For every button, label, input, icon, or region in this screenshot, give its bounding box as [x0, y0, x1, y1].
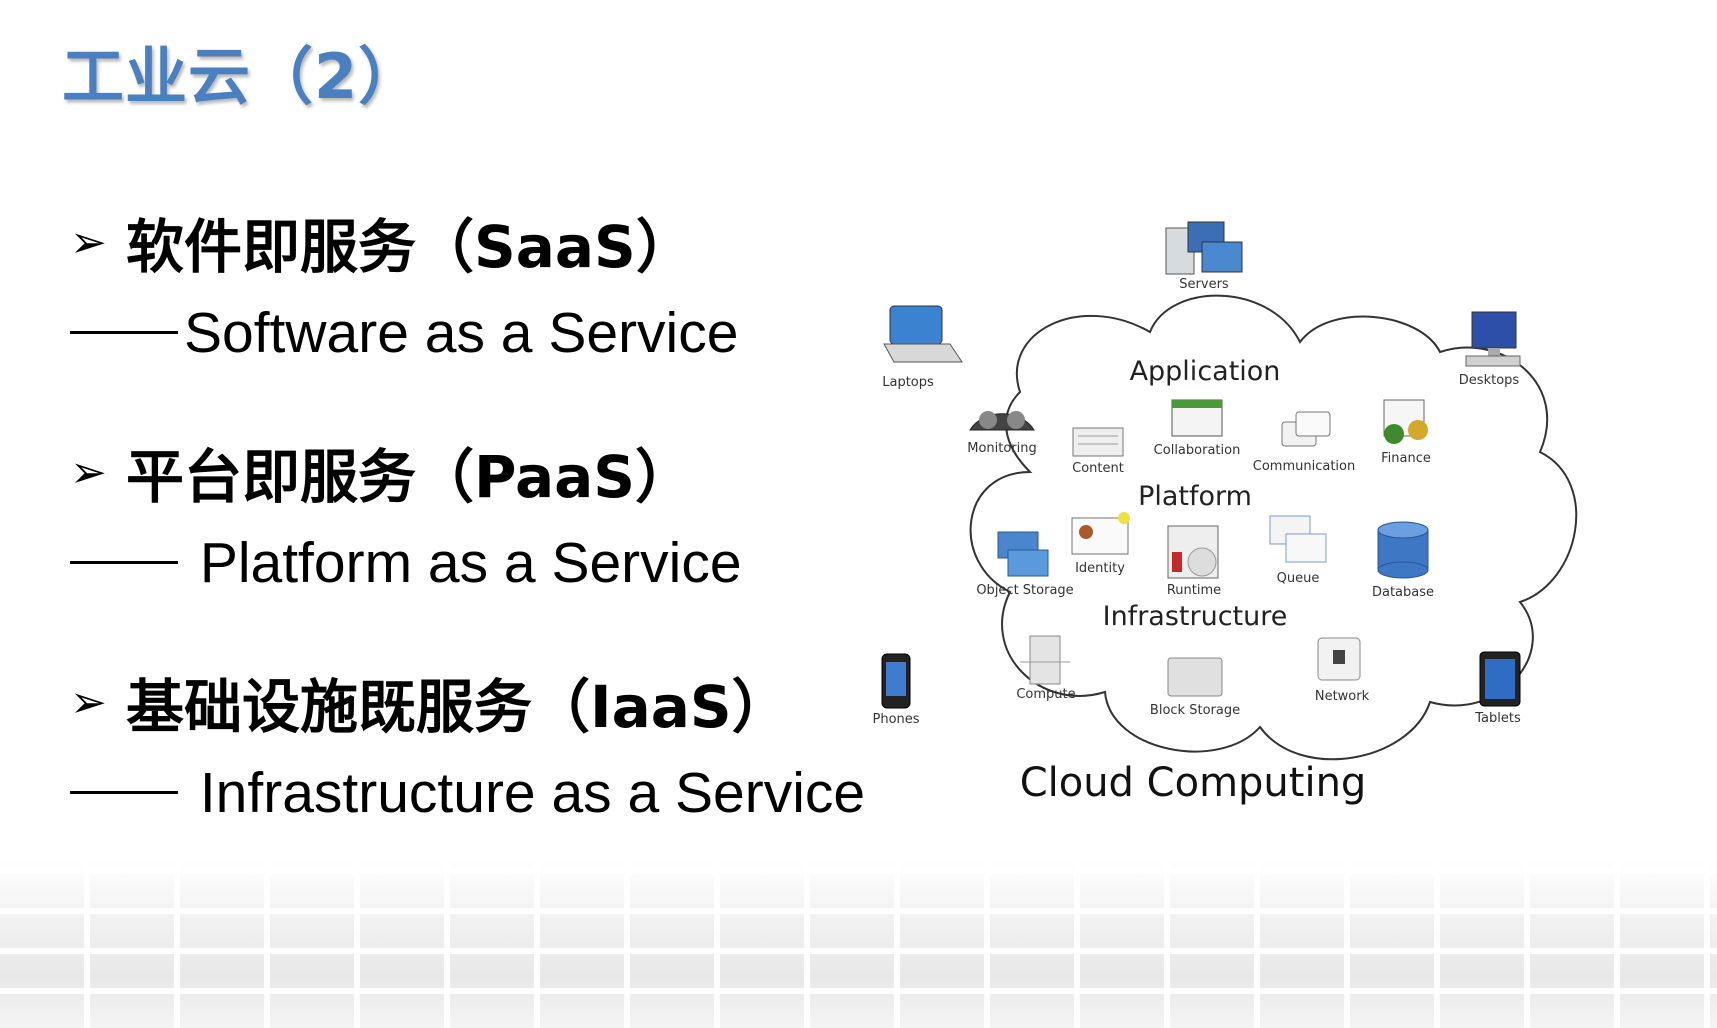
- servers-icon: [1165, 221, 1243, 275]
- component-label-network: Network: [1315, 689, 1370, 704]
- object-storage-icon: [997, 531, 1049, 577]
- cloud-computing-diagram: Servers Laptops Desktops Phones Tablets …: [872, 221, 1680, 882]
- layer-label-infrastructure: Infrastructure: [1103, 601, 1288, 632]
- tablet-icon: [1479, 651, 1521, 707]
- phone-icon: [881, 653, 911, 709]
- floor-background: [0, 860, 1717, 1028]
- bullet-heading-saas: 软件即服务（SaaS）: [126, 213, 694, 281]
- bullet-heading-iaas: 基础设施既服务（IaaS）: [126, 673, 790, 741]
- device-label-phones: Phones: [872, 712, 919, 727]
- subtitle-text-iaas: Infrastructure as a Service: [184, 761, 866, 825]
- dash-line: [70, 791, 178, 795]
- component-label-compute: Compute: [1016, 687, 1075, 702]
- layer-label-application: Application: [1130, 356, 1281, 387]
- block-storage-icon: [1167, 657, 1223, 697]
- compute-icon: [1020, 635, 1070, 685]
- device-label-desktops: Desktops: [1459, 373, 1520, 388]
- device-label-laptops: Laptops: [882, 375, 934, 390]
- collaboration-icon: [1171, 399, 1223, 437]
- component-label-collaboration: Collaboration: [1154, 443, 1241, 458]
- bullet-arrow-icon: ➢: [70, 216, 107, 268]
- laptop-icon: [883, 305, 963, 363]
- dash-line: [70, 561, 178, 565]
- device-label-tablets: Tablets: [1474, 711, 1521, 726]
- content-icon: [1072, 427, 1124, 457]
- subtitle-text-paas: Platform as a Service: [184, 531, 742, 595]
- subtitle-text-saas: Software as a Service: [184, 301, 739, 365]
- component-label-identity: Identity: [1075, 561, 1125, 576]
- identity-icon: [1071, 512, 1130, 555]
- bullet-arrow-icon: ➢: [70, 676, 107, 728]
- layer-label-platform: Platform: [1138, 481, 1252, 512]
- dash-line: [70, 331, 178, 335]
- bullet-paas: ➢ 平台即服务（PaaS）: [70, 430, 693, 514]
- component-label-block-storage: Block Storage: [1150, 703, 1240, 718]
- queue-icon: [1269, 515, 1327, 563]
- subtitle-saas: Software as a Service: [70, 300, 738, 366]
- network-icon: [1317, 637, 1361, 681]
- component-label-content: Content: [1072, 461, 1124, 476]
- component-label-runtime: Runtime: [1167, 583, 1221, 598]
- component-label-queue: Queue: [1277, 571, 1320, 586]
- communication-icon: [1281, 411, 1331, 447]
- component-label-finance: Finance: [1381, 451, 1431, 466]
- subtitle-iaas: Infrastructure as a Service: [70, 760, 865, 826]
- bullet-saas: ➢ 软件即服务（SaaS）: [70, 200, 694, 284]
- database-icon: [1377, 521, 1429, 579]
- component-label-monitoring: Monitoring: [967, 441, 1037, 456]
- finance-icon: [1383, 399, 1428, 444]
- diagram-caption: Cloud Computing: [1020, 760, 1367, 806]
- bullet-heading-paas: 平台即服务（PaaS）: [126, 443, 694, 511]
- runtime-icon: [1167, 525, 1219, 579]
- component-label-object-storage: Object Storage: [976, 583, 1073, 598]
- component-label-communication: Communication: [1253, 459, 1355, 474]
- monitoring-icon: [969, 411, 1035, 431]
- subtitle-paas: Platform as a Service: [70, 530, 742, 596]
- desktop-icon: [1465, 311, 1521, 367]
- bullet-iaas: ➢ 基础设施既服务（IaaS）: [70, 660, 790, 744]
- slide-title: 工业云（2）: [62, 40, 422, 113]
- device-label-servers: Servers: [1179, 277, 1229, 292]
- component-label-database: Database: [1372, 585, 1434, 600]
- bullet-arrow-icon: ➢: [70, 446, 107, 498]
